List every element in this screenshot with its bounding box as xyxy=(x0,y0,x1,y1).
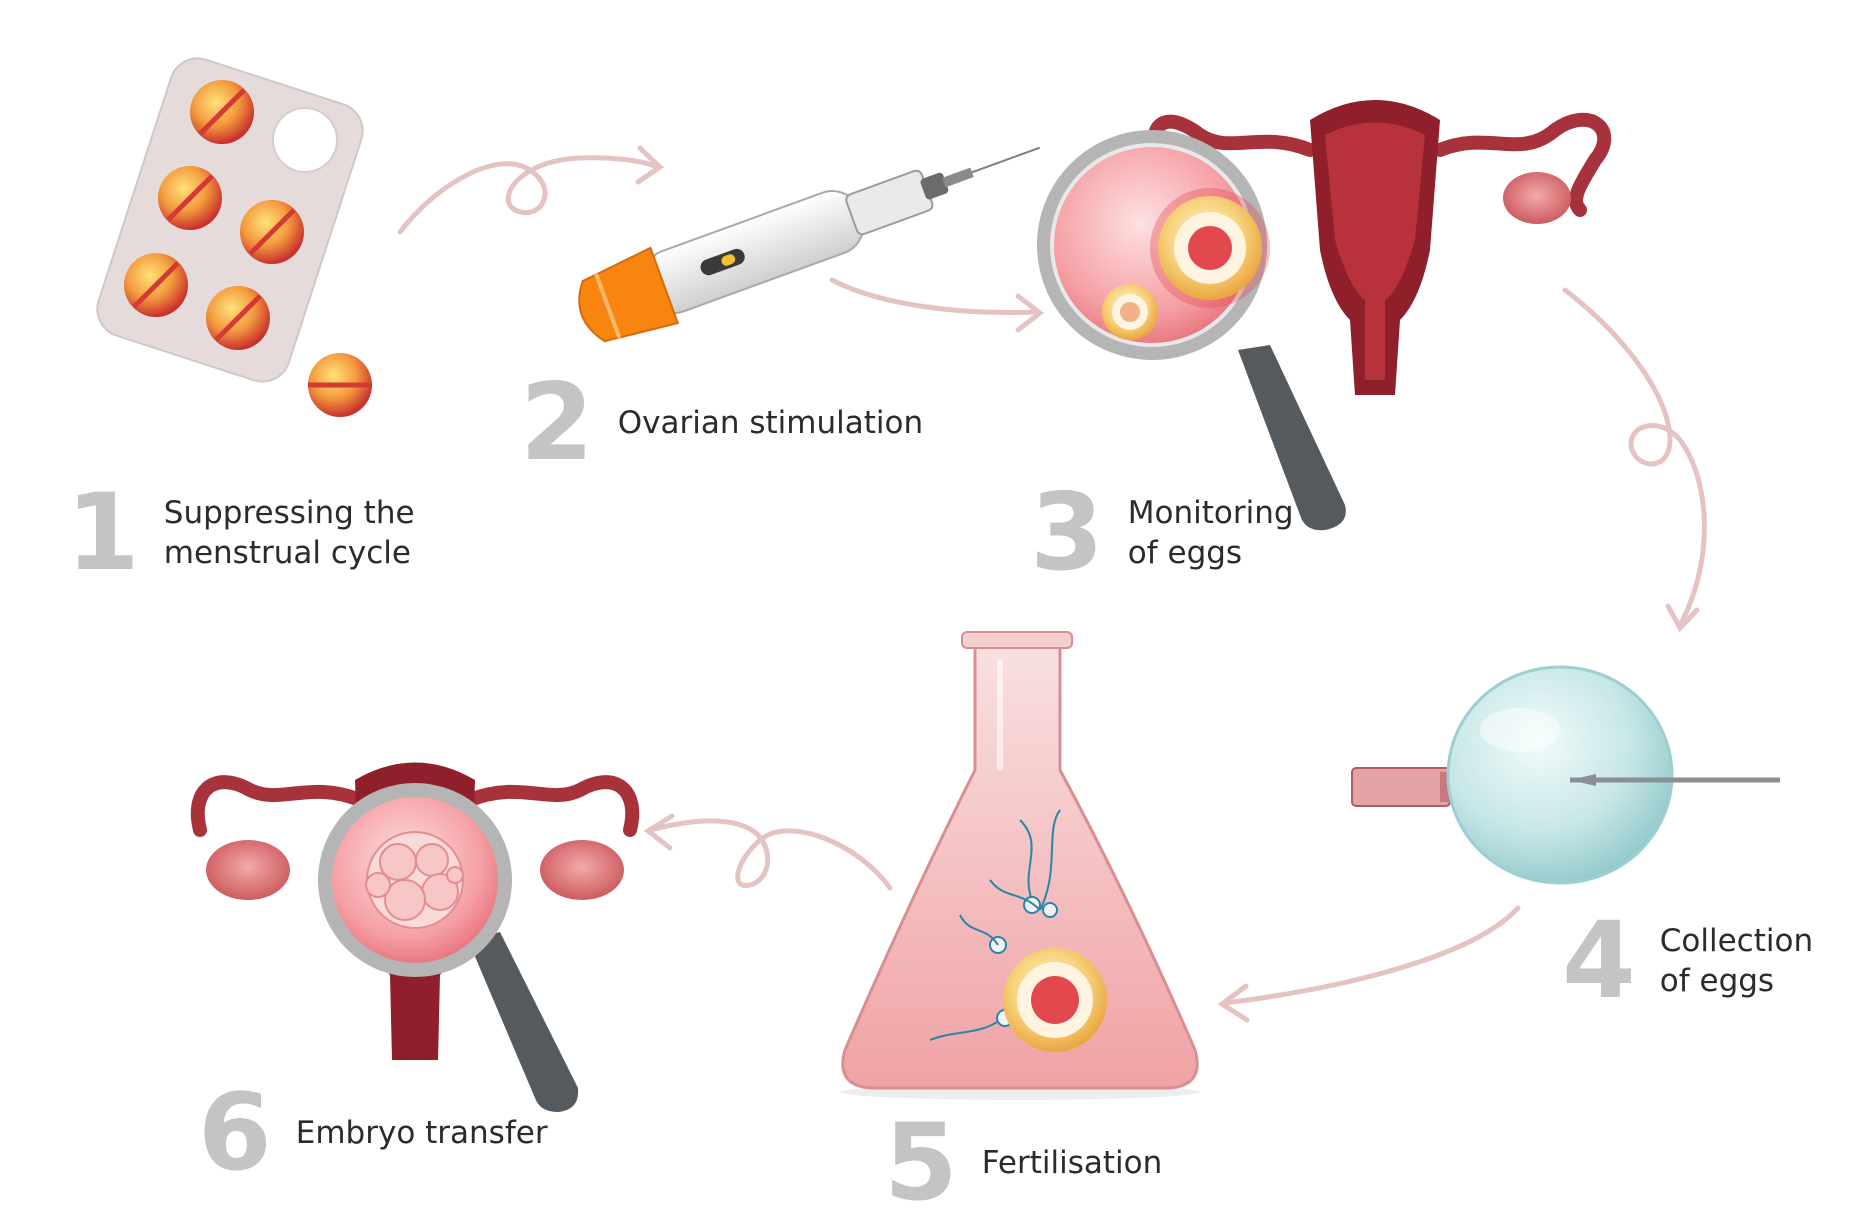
flask-sperm-egg-icon xyxy=(840,631,1200,1100)
step-number: 4 xyxy=(1562,899,1636,1022)
step-label: Ovarian stimulation xyxy=(617,405,924,441)
step-4-label: 4 Collection of eggs xyxy=(1562,908,1813,1014)
magnifier-handle xyxy=(1238,345,1346,531)
step-label: Collection of eggs xyxy=(1659,923,1814,999)
ovary xyxy=(206,840,290,900)
step-6-label: 6 Embryo transfer xyxy=(198,1080,548,1186)
egg-cell-large xyxy=(1150,188,1270,308)
arrow-5-to-6 xyxy=(643,813,893,891)
fallopian-tube-right xyxy=(1433,112,1612,217)
arrow-4-to-5 xyxy=(1217,905,1521,1023)
step-1-label: 1 Suppressing the menstrual cycle xyxy=(66,480,415,586)
egg-bubble xyxy=(1446,665,1674,885)
pill xyxy=(240,200,304,264)
pill-blister-pack-icon xyxy=(96,57,372,417)
step-label: Suppressing the menstrual cycle xyxy=(163,495,415,571)
step-2-label: 2 Ovarian stimulation xyxy=(520,370,923,476)
pill xyxy=(190,80,254,144)
egg-cell-small xyxy=(1102,284,1158,340)
egg-retrieval-needle-icon xyxy=(1351,665,1780,885)
injection-pen-icon xyxy=(578,146,1041,343)
flask xyxy=(841,638,1199,1090)
arrow-1-to-2 xyxy=(397,145,664,235)
magnifier-handle xyxy=(468,932,579,1112)
arrow-2-to-3 xyxy=(829,277,1045,333)
pen-cap xyxy=(578,246,680,343)
loose-pill xyxy=(308,353,372,417)
magnified-uterus-egg-icon xyxy=(1037,100,1612,531)
holding-pipette xyxy=(1351,767,1451,807)
egg-cell xyxy=(1003,948,1107,1052)
step-label: Embryo transfer xyxy=(295,1115,548,1151)
step-5-label: 5 Fertilisation xyxy=(884,1110,1162,1216)
fallopian-tube-right xyxy=(463,775,640,837)
pill xyxy=(206,286,270,350)
fallopian-tube-left xyxy=(1147,114,1317,157)
pill xyxy=(158,166,222,230)
step-label: Monitoring of eggs xyxy=(1127,495,1294,571)
embryo-cell xyxy=(365,831,464,929)
step-number: 5 xyxy=(884,1101,958,1224)
fallopian-tube-left xyxy=(190,775,367,837)
arrow-3-to-4 xyxy=(1562,287,1707,633)
step-number: 6 xyxy=(198,1071,272,1194)
step-label: Fertilisation xyxy=(981,1145,1163,1181)
step-number: 1 xyxy=(66,471,140,594)
ovary xyxy=(540,840,624,900)
step-number: 3 xyxy=(1030,471,1104,594)
ovary xyxy=(1503,172,1571,224)
step-number: 2 xyxy=(520,361,594,484)
pill xyxy=(124,253,188,317)
magnified-uterus-embryo-icon xyxy=(190,762,640,1112)
step-3-label: 3 Monitoring of eggs xyxy=(1030,480,1294,586)
blister-empty-slot xyxy=(272,107,338,173)
